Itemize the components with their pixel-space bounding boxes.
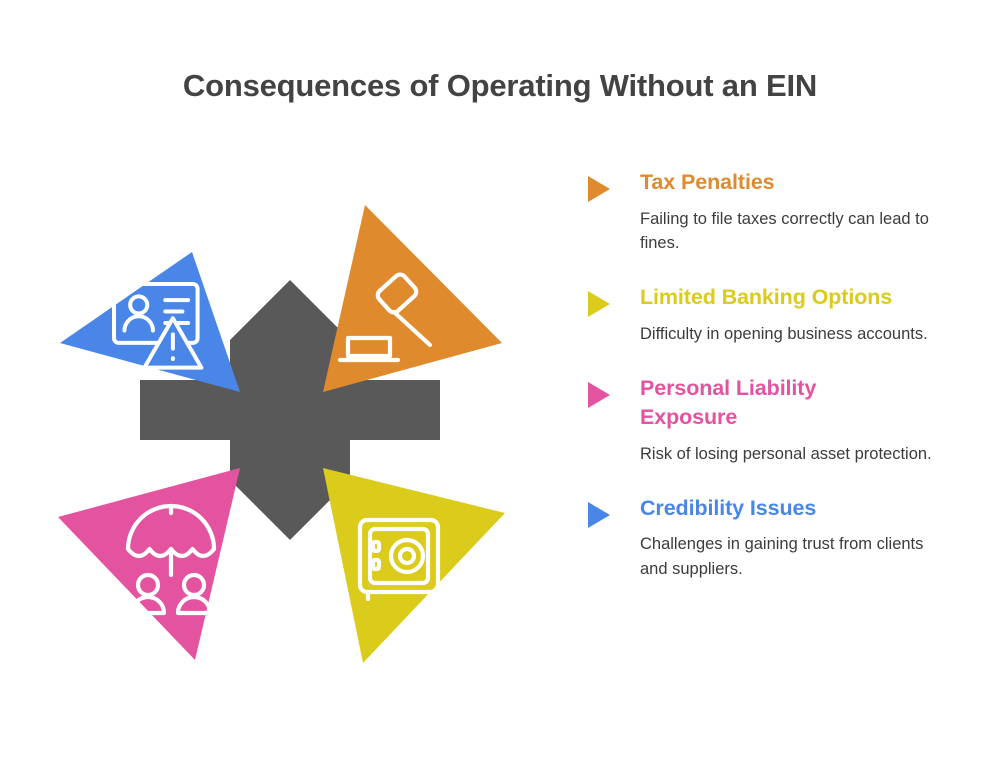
wedge-bottom-left-triangle	[58, 468, 240, 660]
list-item-title: Limited Banking Options	[640, 285, 893, 310]
list-item: Limited Banking Options Difficulty in op…	[588, 283, 960, 346]
consequences-list: Tax Penalties Failing to file taxes corr…	[588, 168, 960, 582]
list-item: Personal Liability Exposure Risk of losi…	[588, 374, 960, 467]
page-title: Consequences of Operating Without an EIN	[182, 68, 818, 103]
arrow-right-icon	[588, 381, 610, 408]
arrow-right-icon	[588, 291, 610, 318]
safe-vault-icon	[357, 517, 441, 602]
arrow-right-icon	[588, 176, 610, 202]
list-item-title: Credibility Issues	[640, 495, 817, 520]
wedge-top-right	[323, 205, 502, 392]
wedge-top-left	[60, 252, 240, 392]
consequences-diagram	[40, 180, 540, 680]
umbrella-people-icon	[125, 503, 217, 616]
wedge-bottom-right-triangle	[323, 468, 505, 663]
wedge-bottom-left	[58, 468, 240, 660]
list-item-description: Risk of losing personal asset protection…	[640, 444, 932, 463]
list-item-description: Failing to file taxes correctly can lead…	[640, 209, 929, 253]
list-item-title: Tax Penalties	[640, 170, 775, 194]
center-star-shape	[140, 280, 440, 540]
id-card-warning-icon	[112, 282, 204, 370]
list-item: Tax Penalties Failing to file taxes corr…	[588, 168, 960, 256]
arrow-right-icon	[588, 501, 610, 528]
wedge-bottom-right	[323, 468, 505, 663]
list-item: Credibility Issues Challenges in gaining…	[588, 494, 960, 582]
list-item-title: Personal Liability Exposure	[640, 375, 817, 430]
list-item-description: Challenges in gaining trust from clients…	[640, 535, 924, 579]
list-item-description: Difficulty in opening business accounts.	[640, 324, 928, 343]
gavel-icon	[337, 272, 433, 363]
